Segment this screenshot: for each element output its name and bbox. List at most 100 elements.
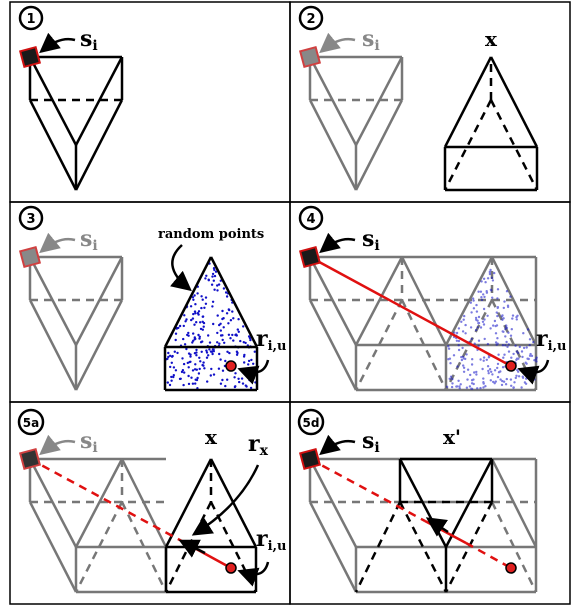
random-point bbox=[176, 351, 179, 355]
random-point bbox=[461, 330, 465, 333]
random-point bbox=[502, 380, 506, 383]
random-point bbox=[225, 295, 229, 298]
random-point bbox=[208, 341, 212, 344]
random-point bbox=[207, 354, 210, 357]
random-point bbox=[535, 360, 538, 363]
random-point bbox=[223, 341, 226, 344]
panel-5d-source-box bbox=[298, 447, 322, 471]
random-point bbox=[205, 356, 209, 359]
random-point bbox=[516, 368, 519, 372]
random-point bbox=[231, 310, 234, 313]
random-point bbox=[495, 343, 498, 346]
random-point bbox=[195, 354, 198, 357]
random-point bbox=[499, 378, 502, 381]
random-point bbox=[189, 353, 192, 356]
random-point bbox=[213, 274, 217, 278]
random-point bbox=[469, 301, 472, 304]
random-point bbox=[247, 359, 251, 363]
random-point bbox=[211, 300, 215, 303]
random-point bbox=[216, 341, 219, 344]
random-point bbox=[490, 370, 493, 373]
panel-5d-badge-label: 5d bbox=[303, 416, 320, 430]
random-point bbox=[218, 352, 221, 356]
random-point bbox=[217, 283, 221, 286]
random-point bbox=[482, 356, 486, 359]
panel-5a-source-arrow bbox=[39, 434, 76, 456]
random-point bbox=[491, 279, 495, 282]
random-point bbox=[236, 328, 239, 331]
random-point bbox=[517, 375, 521, 378]
random-point bbox=[460, 355, 463, 359]
random-point bbox=[507, 331, 510, 334]
random-point bbox=[174, 332, 178, 335]
random-point bbox=[194, 363, 197, 366]
random-point bbox=[204, 302, 208, 305]
random-point bbox=[198, 337, 201, 340]
random-point bbox=[249, 386, 253, 390]
random-point bbox=[170, 355, 174, 358]
random-point bbox=[490, 289, 493, 292]
random-point bbox=[197, 310, 201, 313]
panel-2-badge-label: 2 bbox=[306, 12, 315, 27]
random-point bbox=[182, 383, 185, 387]
random-point bbox=[172, 375, 175, 379]
random-point bbox=[200, 306, 203, 310]
random-point bbox=[476, 387, 479, 390]
panel-5d-object-label: x' bbox=[443, 425, 461, 449]
random-point bbox=[199, 360, 202, 363]
random-point bbox=[174, 369, 178, 372]
panel-5a-ray-direction-arrow bbox=[178, 539, 206, 558]
random-point bbox=[471, 297, 475, 300]
random-point bbox=[193, 310, 197, 313]
random-point bbox=[456, 365, 459, 368]
random-point bbox=[206, 380, 209, 383]
random-point bbox=[199, 321, 202, 324]
random-point bbox=[453, 331, 456, 334]
random-point bbox=[208, 348, 211, 351]
random-point bbox=[219, 382, 223, 385]
random-point bbox=[222, 287, 226, 290]
random-point bbox=[216, 331, 219, 335]
random-point bbox=[173, 350, 176, 353]
random-point bbox=[486, 365, 490, 368]
random-point bbox=[507, 343, 510, 346]
random-point bbox=[473, 342, 476, 345]
random-point bbox=[470, 379, 474, 382]
random-point bbox=[477, 321, 480, 325]
random-point bbox=[457, 348, 461, 352]
random-point bbox=[199, 341, 203, 344]
random-point bbox=[202, 325, 205, 328]
random-point bbox=[226, 378, 229, 381]
panel-1-source-arrow bbox=[39, 32, 76, 54]
random-point bbox=[502, 356, 505, 359]
random-point bbox=[168, 383, 172, 387]
random-point bbox=[219, 279, 222, 282]
random-point bbox=[485, 358, 488, 361]
random-point bbox=[525, 362, 528, 365]
random-point bbox=[242, 355, 246, 358]
random-point bbox=[182, 324, 185, 328]
panel-4-point bbox=[505, 360, 517, 372]
random-point bbox=[181, 369, 185, 372]
panel-3-faded-shape bbox=[28, 255, 124, 391]
random-point bbox=[506, 305, 510, 309]
random-point bbox=[212, 267, 216, 270]
random-point bbox=[486, 314, 489, 317]
panel-1-shape bbox=[28, 55, 124, 191]
random-point bbox=[449, 375, 453, 378]
random-point bbox=[178, 377, 182, 381]
random-point bbox=[233, 385, 237, 389]
random-point bbox=[470, 311, 473, 314]
random-point bbox=[221, 309, 224, 313]
random-point bbox=[522, 332, 525, 335]
random-point bbox=[479, 358, 482, 361]
random-point bbox=[525, 377, 528, 380]
random-point bbox=[457, 339, 461, 343]
random-point bbox=[511, 314, 515, 317]
random-point bbox=[526, 357, 529, 360]
panel-1: 1 si bbox=[18, 5, 124, 191]
random-point bbox=[207, 334, 210, 337]
random-point bbox=[509, 334, 513, 337]
panel-4-point-arrow bbox=[517, 359, 550, 385]
random-point bbox=[462, 366, 466, 369]
